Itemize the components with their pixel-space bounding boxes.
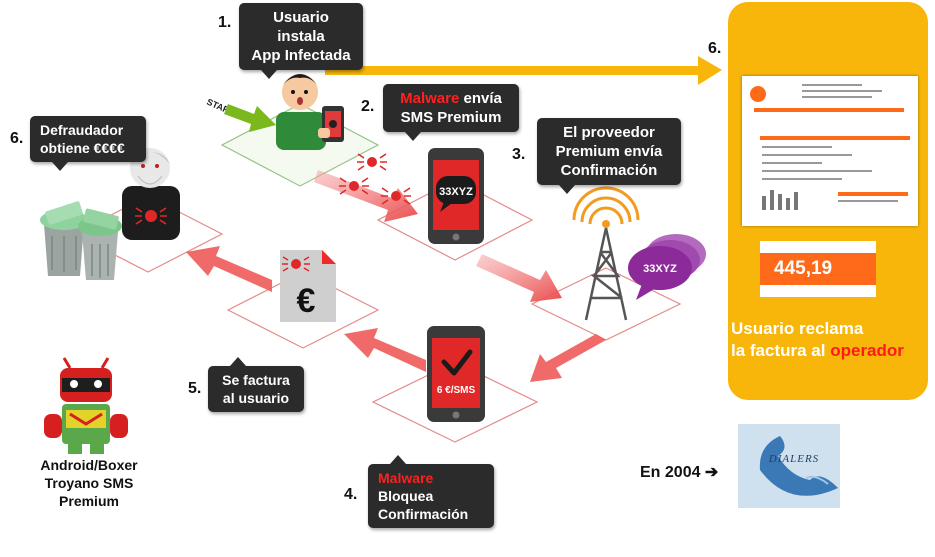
step-3-line-3: Confirmación: [560, 162, 658, 179]
step-2-line-1: Malware envía: [393, 89, 509, 108]
platform-block: [371, 361, 539, 443]
dialers-label: DIALERS: [768, 453, 819, 465]
euro-invoice-icon: €: [280, 250, 336, 322]
arrow-to-fraudster: [186, 246, 272, 292]
android-caption-line-1: Android/Boxer: [40, 457, 138, 473]
spider-icon: [339, 177, 369, 195]
spider-icons: [339, 153, 411, 205]
step-4-line-1: Malware Bloquea: [378, 469, 484, 505]
android-caption-line-3: Premium: [59, 493, 119, 509]
step-5-callout: Se factura al usuario: [208, 357, 304, 412]
claim-line-2: la factura al operador: [731, 340, 927, 362]
step-6-number: 6.: [10, 130, 24, 147]
android-caption-line-2: Troyano SMS: [44, 475, 134, 491]
spider-icon: [135, 207, 167, 225]
invoice-amount: 445,19: [760, 253, 876, 285]
user-claims-text: Usuario reclama la factura al operador: [731, 318, 927, 362]
step-6-fraudster-callout: Defraudador obtiene €€€€: [30, 116, 146, 171]
sms-phone-icon: 33XYZ: [428, 148, 484, 244]
spider-icon: [282, 256, 310, 272]
start-arrow: START: [205, 97, 276, 132]
step-3-callout: El proveedor Premium envía Confirmación: [537, 118, 681, 194]
year-label: En 2004 ➔: [640, 464, 719, 481]
step-5-line-2: al usuario: [222, 390, 290, 406]
claim-line-2-text: la factura al: [731, 341, 831, 360]
dialers-phone-icon: DIALERS: [738, 424, 840, 508]
spider-icon: [357, 153, 387, 171]
step-2-line-1-rest: envía: [459, 90, 502, 107]
step-1-callout: Usuario instala App Infectada: [239, 3, 363, 79]
arrow-to-invoice: [344, 328, 426, 372]
euro-symbol: €: [297, 282, 316, 320]
yellow-pointer-arrow: [325, 56, 722, 85]
flow-arrows: [186, 170, 606, 382]
platform-invoice: [226, 271, 380, 349]
invoice-amount-zoom: 445,19: [760, 241, 876, 297]
claim-operator: operador: [830, 341, 904, 360]
step-2-number: 2.: [361, 98, 375, 115]
spider-icon: [381, 187, 411, 205]
step-5-line-1: Se factura: [222, 372, 290, 388]
step-5-number: 5.: [188, 380, 202, 397]
step-4-malware: Malware: [378, 470, 434, 486]
price-label: 6 €/SMS: [437, 385, 476, 396]
provider-sms-bubble-icon: 33XYZ: [628, 234, 706, 300]
step-2-line-2: SMS Premium: [400, 109, 502, 126]
android-boxer-icon: [44, 357, 128, 454]
money-bins-icon: [40, 201, 122, 280]
arrow-to-block: [530, 334, 606, 382]
step-1-line-1: Usuario instala: [273, 9, 329, 45]
step-3-number: 3.: [512, 146, 526, 163]
step-3-line-2: Premium envía: [555, 143, 663, 160]
step-4-line-2: Confirmación: [378, 506, 469, 522]
blocking-phone-icon: 6 €/SMS: [427, 326, 485, 422]
claim-line-1: Usuario reclama: [731, 319, 864, 338]
step-6-line-1: Defraudador: [40, 122, 124, 138]
step-4-line-1-rest: Bloquea: [378, 488, 434, 504]
sms-code-label: 33XYZ: [439, 186, 473, 198]
step-1-number: 1.: [218, 14, 232, 31]
step-6-line-2: obtiene €€€€: [40, 140, 125, 156]
infected-user-icon: [276, 74, 344, 150]
arrow-to-tower: [476, 254, 562, 302]
arrow-to-sms: [314, 170, 418, 222]
step-4-number: 4.: [344, 486, 358, 503]
android-boxer-caption: Android/Boxer Troyano SMS Premium: [28, 456, 150, 510]
step-2-callout: Malware envía SMS Premium: [383, 84, 519, 141]
provider-code-label: 33XYZ: [643, 263, 677, 275]
step-6-invoice-number: 6.: [708, 40, 722, 57]
step-3-line-1: El proveedor: [563, 124, 655, 141]
step-2-malware: Malware: [400, 90, 460, 107]
phone-invoice-document: [742, 76, 918, 226]
antenna-tower-icon: [572, 186, 640, 321]
invoice-lines: [750, 84, 910, 210]
step-1-line-2: App Infectada: [251, 47, 351, 64]
step-4-callout: Malware Bloquea Confirmación: [368, 455, 494, 528]
